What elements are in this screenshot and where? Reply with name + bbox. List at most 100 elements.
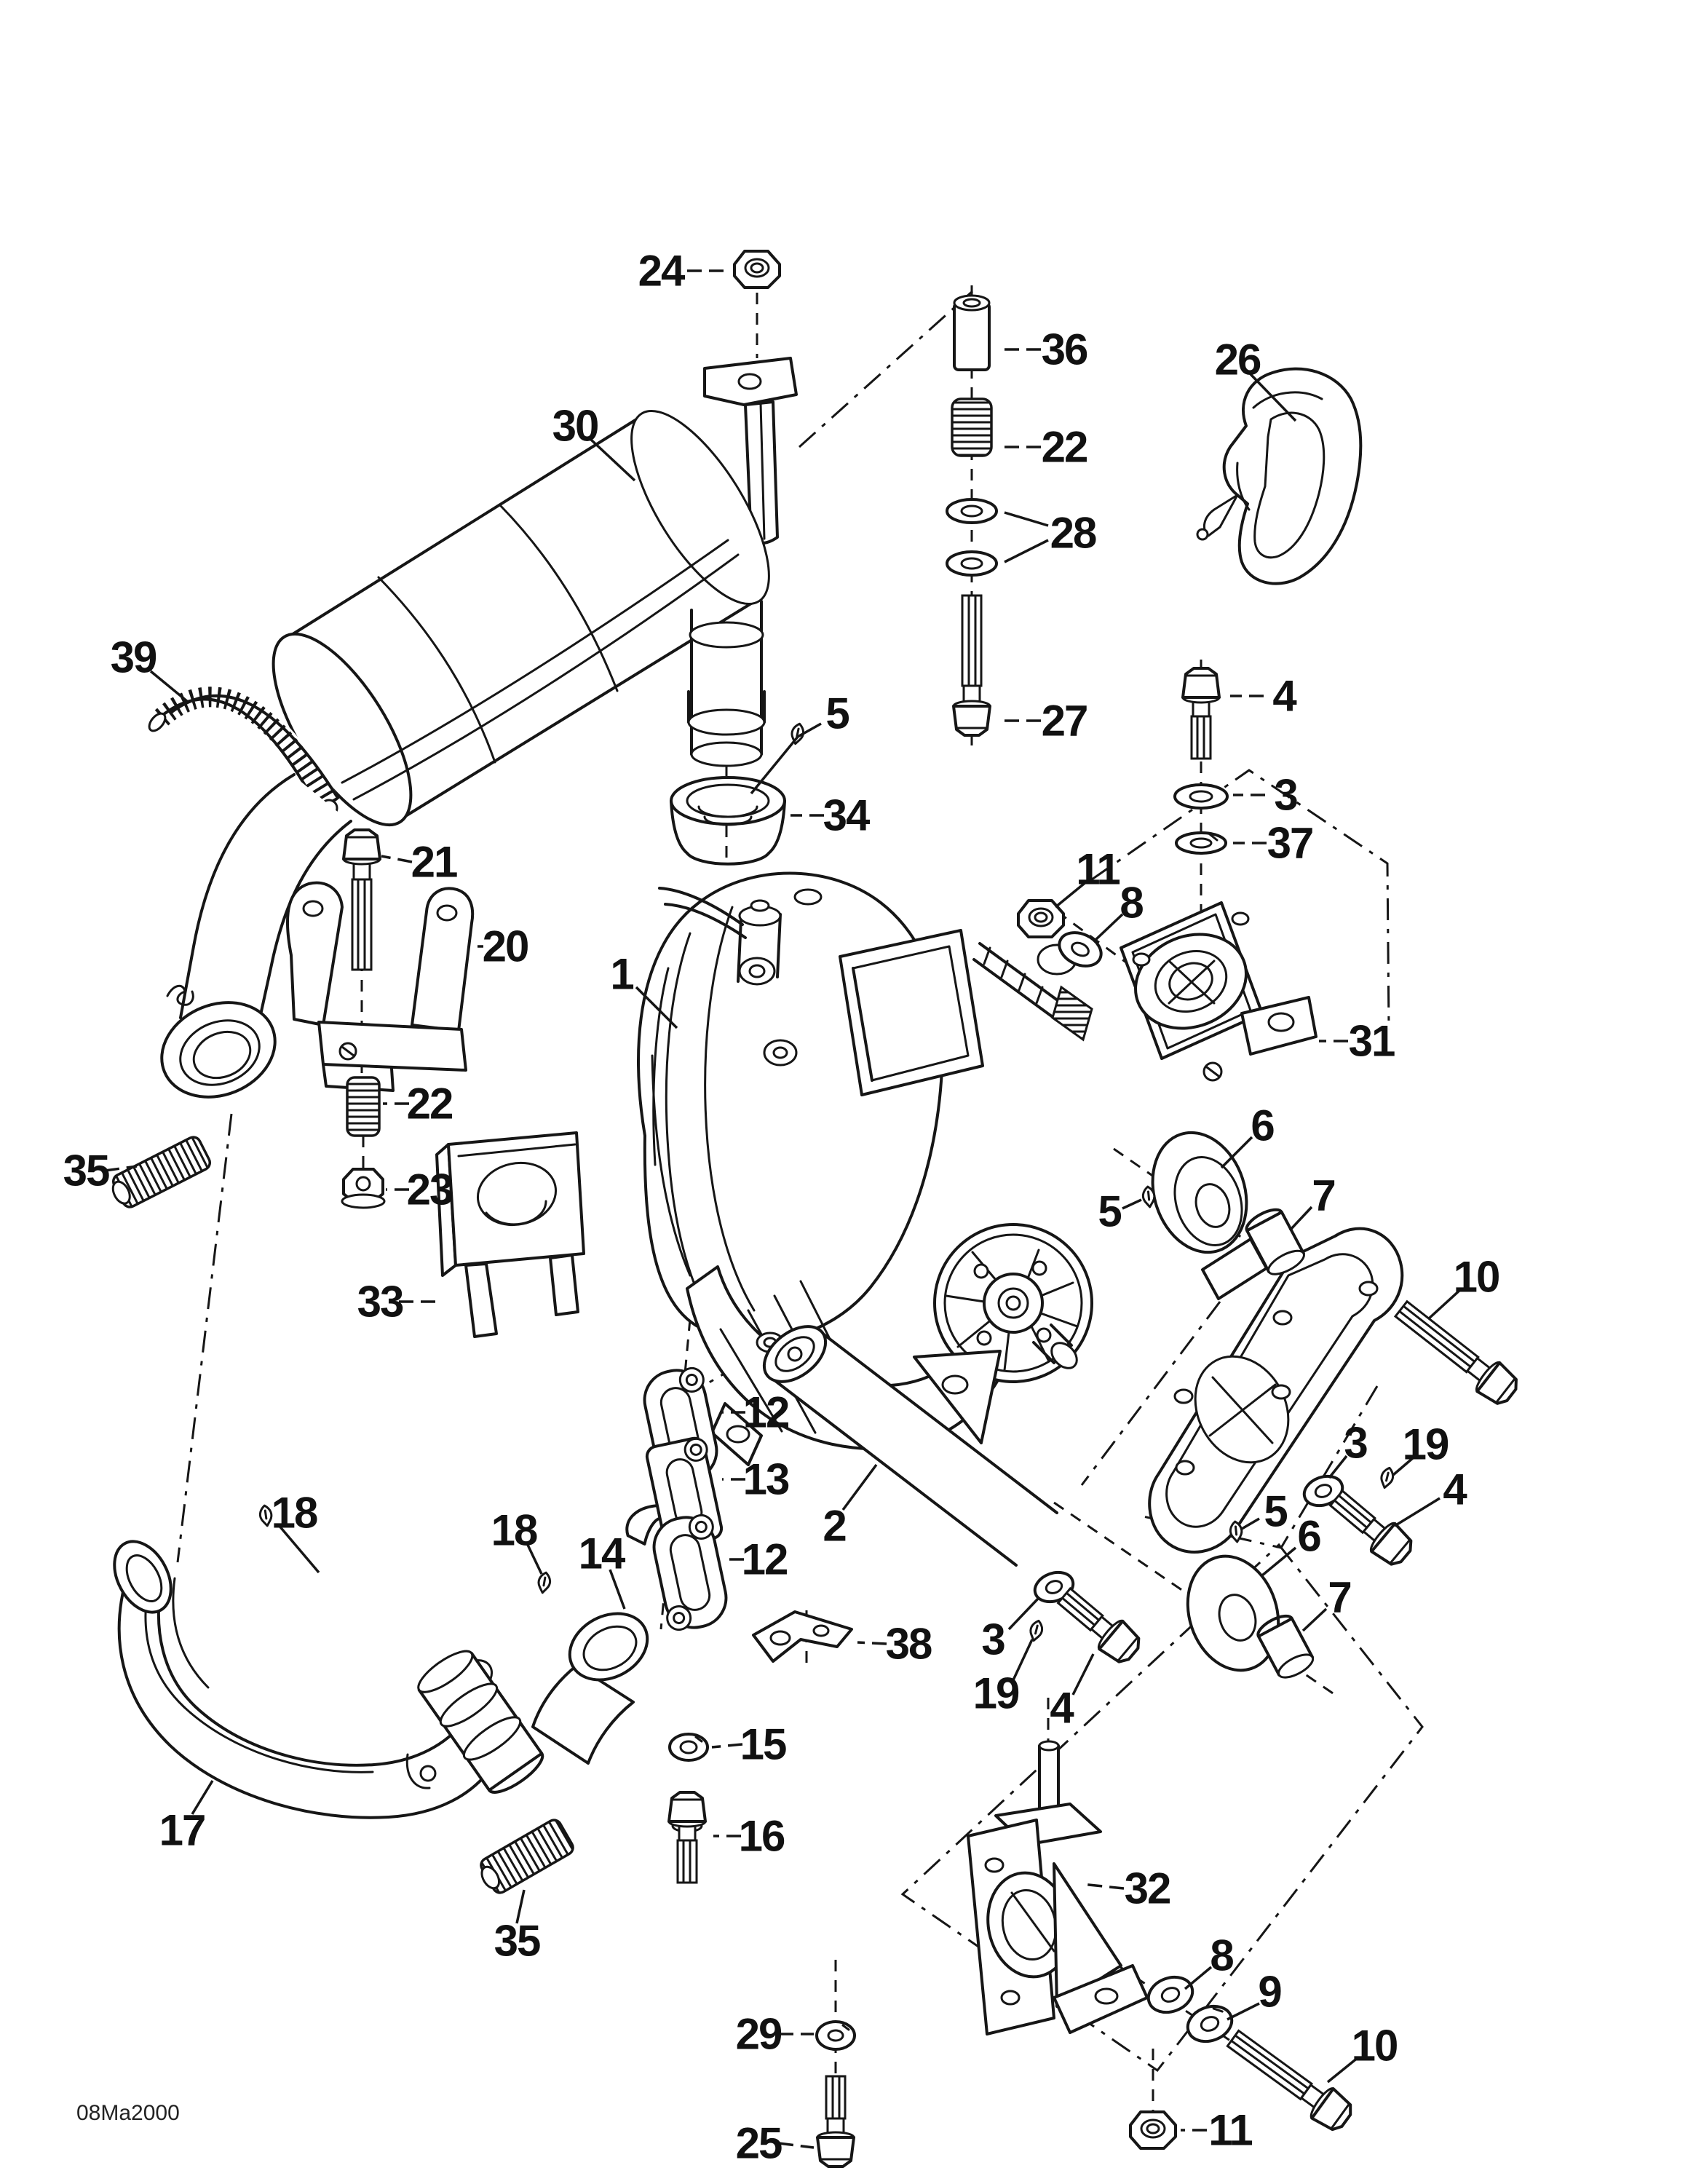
callout-label-32: 32	[1125, 1864, 1170, 1913]
muffler-outlet-pipe	[160, 773, 352, 1099]
callout-label-1: 1	[610, 950, 633, 999]
callout-32: 32	[1081, 1864, 1171, 1913]
callout-1: 1	[610, 950, 678, 1029]
callout-35: 35	[494, 1889, 542, 1966]
callout-37: 37	[1233, 819, 1314, 868]
pin-19-left	[1027, 1618, 1045, 1643]
callout-9: 9	[1227, 1968, 1283, 2021]
callout-label-5: 5	[1098, 1187, 1121, 1236]
callout-39: 39	[111, 633, 189, 703]
bolt-10-top	[1388, 1293, 1524, 1411]
callout-label-38: 38	[886, 1620, 932, 1669]
callout-label-39: 39	[111, 633, 156, 682]
callout-label-5: 5	[1264, 1487, 1287, 1536]
washer-29	[815, 2020, 856, 2051]
nut-24	[733, 250, 781, 289]
callout-label-22: 22	[1042, 423, 1087, 472]
callout-21: 21	[381, 838, 459, 887]
callout-6: 6	[1261, 1512, 1322, 1577]
callout-20: 20	[478, 922, 529, 971]
bolt-21	[342, 828, 381, 971]
callout-23: 23	[386, 1166, 454, 1214]
bolt-4-left	[1050, 1580, 1147, 1669]
callout-4: 4	[1230, 672, 1299, 721]
callout-38: 38	[857, 1620, 933, 1669]
rubber-mount-6-bottom	[1186, 1554, 1280, 1672]
bolt-4-top	[1181, 667, 1221, 760]
callout-14: 14	[579, 1530, 627, 1610]
callout-35: 35	[63, 1147, 138, 1195]
callout-label-4: 4	[1050, 1684, 1074, 1733]
callout-label-8: 8	[1120, 879, 1143, 927]
callout-label-12: 12	[742, 1535, 788, 1584]
callout-18: 18	[491, 1506, 543, 1575]
washer-3-left	[1033, 1570, 1075, 1604]
engine-1	[637, 871, 1093, 1466]
callout-label-37: 37	[1267, 819, 1313, 868]
washer-8-bottom	[1146, 1975, 1194, 2014]
callout-3: 3	[981, 1597, 1039, 1664]
callout-label-25: 25	[736, 2119, 782, 2168]
shield-plate-33	[435, 1131, 585, 1338]
callout-label-11: 11	[1076, 845, 1120, 894]
callout-29: 29	[736, 2010, 814, 2059]
callout-label-24: 24	[638, 247, 686, 296]
pipe-coupler-sleeve	[417, 1650, 544, 1794]
callout-5: 5	[1241, 1487, 1288, 1536]
callout-label-4: 4	[1443, 1465, 1467, 1514]
bracket-38	[752, 1610, 853, 1663]
pin-19-right	[1378, 1465, 1396, 1490]
callout-label-11: 11	[1208, 2106, 1252, 2155]
callout-13: 13	[722, 1455, 790, 1504]
callout-28: 28	[1004, 509, 1098, 563]
callout-19: 19	[973, 1639, 1034, 1718]
callout-7: 7	[1301, 1573, 1352, 1632]
callout-label-15: 15	[740, 1720, 786, 1769]
callout-33: 33	[357, 1278, 441, 1326]
lock-washer-37	[1175, 831, 1227, 855]
callout-label-22: 22	[407, 1080, 453, 1128]
callout-5: 5	[750, 689, 850, 795]
callout-19: 19	[1392, 1420, 1450, 1476]
callout-label-16: 16	[739, 1812, 785, 1861]
callout-label-31: 31	[1349, 1017, 1395, 1066]
starter-handle-26	[1196, 367, 1363, 585]
callout-label-8: 8	[1210, 1931, 1233, 1980]
washer-3-top	[1173, 783, 1229, 810]
clamp-bracket-20	[285, 881, 475, 1092]
callout-label-13: 13	[743, 1455, 789, 1504]
callout-7: 7	[1288, 1171, 1336, 1232]
callout-label-19: 19	[1403, 1420, 1449, 1469]
callout-18: 18	[272, 1489, 320, 1574]
nut-11-bottom	[1129, 2110, 1177, 2150]
callout-label-18: 18	[491, 1506, 537, 1555]
callout-4: 4	[1394, 1465, 1469, 1527]
callout-layer: 2430362228272639433711831153421202223353…	[63, 247, 1501, 2168]
bolt-27	[952, 594, 991, 737]
callout-11: 11	[1054, 845, 1121, 909]
callout-36: 36	[999, 325, 1089, 374]
lock-washer-9	[1186, 2004, 1234, 2043]
nut-23	[341, 1168, 386, 1209]
callout-label-20: 20	[483, 922, 528, 971]
tuned-pipe-17	[113, 1540, 495, 1819]
callout-label-36: 36	[1042, 325, 1087, 374]
callout-10: 10	[1326, 2022, 1398, 2084]
callout-22: 22	[999, 423, 1088, 472]
callout-2: 2	[823, 1463, 878, 1551]
callout-label-6: 6	[1251, 1101, 1274, 1150]
washer-15	[668, 1733, 709, 1762]
callout-17: 17	[159, 1780, 214, 1855]
callout-label-28: 28	[1050, 509, 1096, 558]
callout-label-34: 34	[823, 791, 871, 840]
bushing-7-bottom	[1256, 1614, 1315, 1679]
callout-12: 12	[725, 1535, 788, 1584]
callout-25: 25	[736, 2119, 815, 2168]
callout-label-30: 30	[552, 402, 598, 451]
rubber-mount-6-top	[1151, 1131, 1248, 1254]
callout-6: 6	[1220, 1101, 1275, 1169]
bushing-7-top	[1245, 1208, 1305, 1275]
callout-label-29: 29	[736, 2010, 782, 2059]
